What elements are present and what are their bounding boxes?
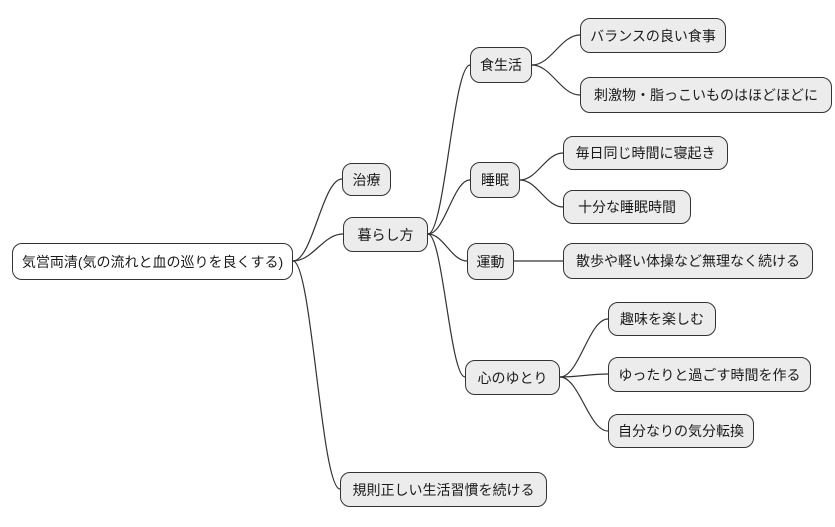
edge-connector — [292, 233, 344, 262]
node-sufficient-sleep: 十分な睡眠時間 — [563, 190, 691, 224]
node-light-exercise: 散歩や軽い体操など無理なく続ける — [563, 243, 813, 279]
node-mental-ease: 心のゆとり — [465, 360, 560, 395]
node-regular-habits: 規則正しい生活習慣を続ける — [340, 472, 547, 507]
edge-connector — [427, 64, 471, 235]
node-root: 気営両清(気の流れと血の巡りを良くする) — [12, 243, 293, 280]
node-mood-refresh: 自分なりの気分転換 — [608, 414, 754, 448]
node-relaxing-time: ゆったりと過ごす時間を作る — [608, 357, 811, 392]
edge-connector — [531, 34, 581, 66]
edge-connector — [427, 179, 471, 235]
node-diet: 食生活 — [470, 47, 532, 83]
edge-connector — [427, 233, 468, 262]
edge-connector — [519, 152, 564, 181]
node-lifestyle: 暮らし方 — [343, 217, 428, 252]
edge-connector — [531, 64, 581, 96]
edge-connector — [559, 376, 609, 432]
edge-connector — [559, 373, 609, 378]
node-enjoy-hobbies: 趣味を楽しむ — [608, 302, 716, 336]
node-treatment: 治療 — [342, 163, 391, 196]
node-moderate-stimulants: 刺激物・脂っこいものはほどほどに — [580, 77, 832, 113]
node-exercise: 運動 — [467, 243, 514, 280]
node-regular-sleep-schedule: 毎日同じ時間に寝起き — [563, 136, 728, 170]
edge-connector — [519, 179, 564, 208]
node-sleep: 睡眠 — [470, 162, 520, 198]
edge-connector — [427, 233, 466, 378]
edge-connector — [292, 260, 341, 490]
edge-connector — [292, 178, 343, 262]
edge-connector — [559, 318, 609, 378]
node-balanced-meals: バランスの良い食事 — [580, 18, 726, 53]
